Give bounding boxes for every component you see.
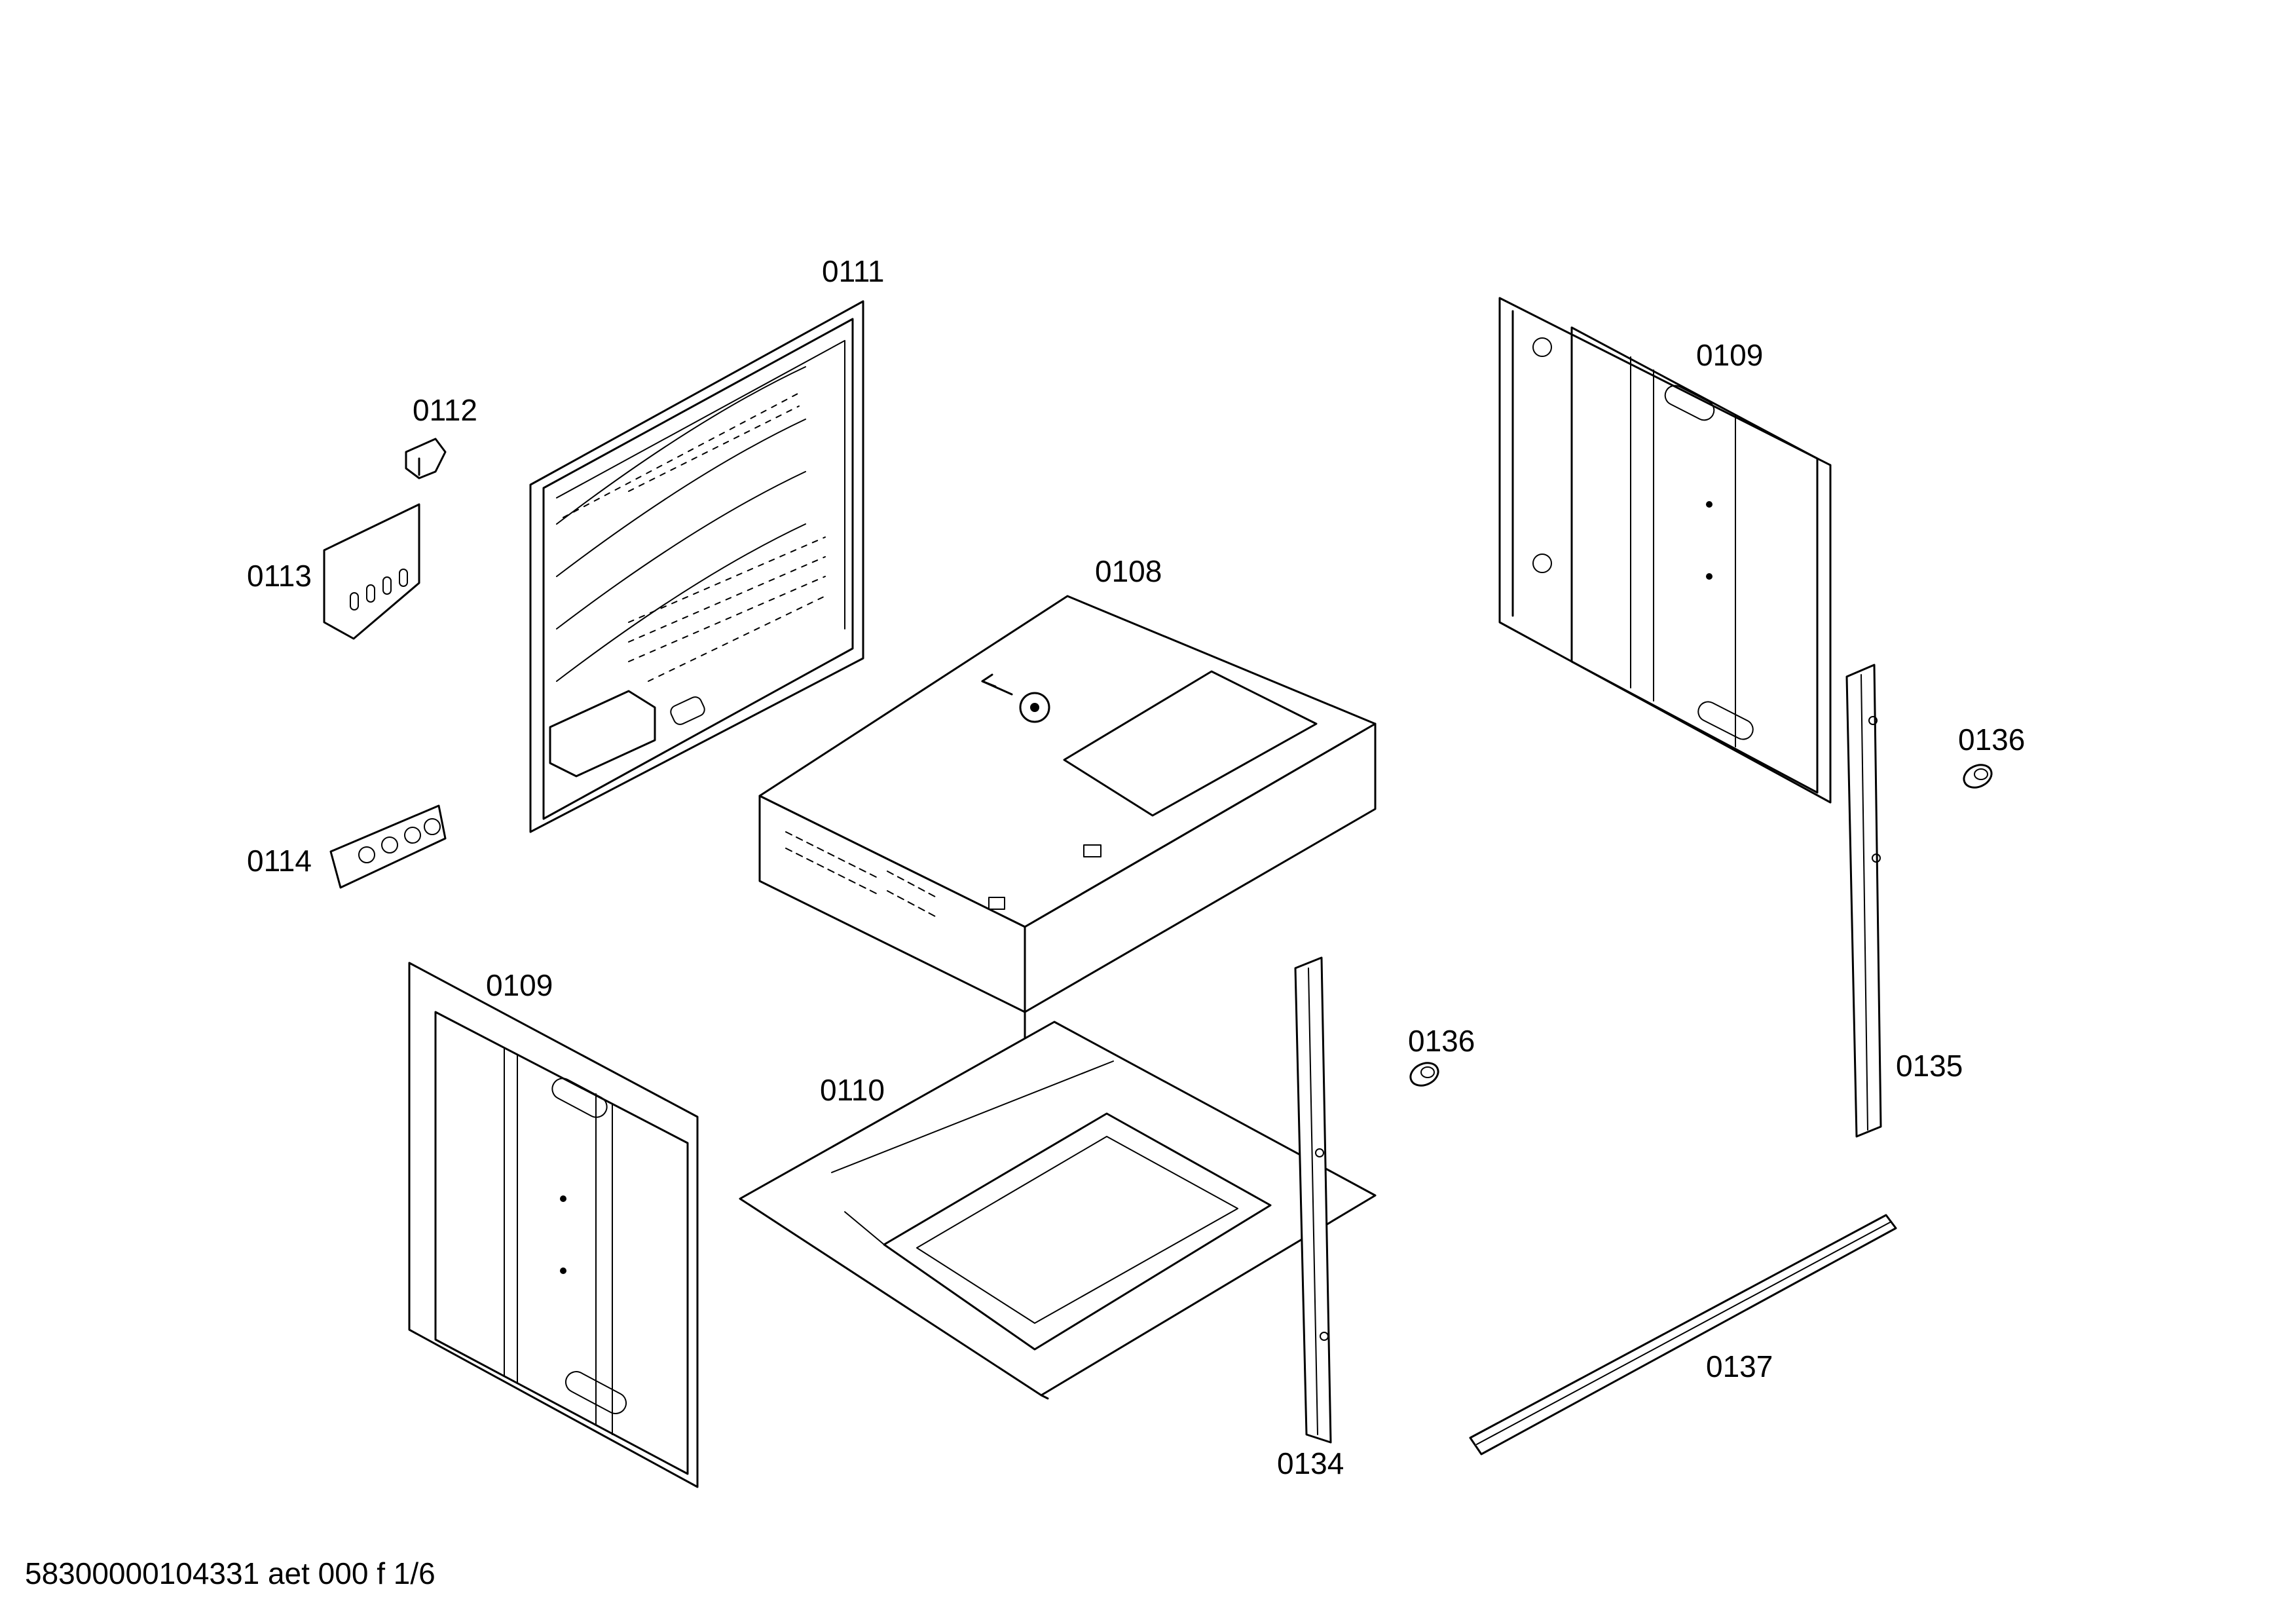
part-0136-knob-top	[1963, 764, 1993, 789]
rear-panel-vent-holes-icon	[563, 392, 826, 682]
label-0112: 0112	[413, 393, 477, 427]
part-0110-bottom-tray	[739, 1021, 1377, 1400]
label-0135: 0135	[1896, 1049, 1963, 1083]
part-0112-clip	[405, 438, 447, 479]
label-0108: 0108	[1095, 554, 1162, 588]
part-0135-vertical-rail	[1845, 664, 1882, 1138]
label-0134: 0134	[1277, 1446, 1344, 1480]
label-0136-bottom: 0136	[1408, 1024, 1475, 1058]
part-0136-knob-bottom	[1409, 1062, 1439, 1087]
part-0109-side-panel-bottom	[408, 962, 699, 1488]
label-0136-top: 0136	[1958, 723, 2025, 757]
part-0109-side-panel-top	[1498, 297, 1832, 804]
direction-arrow-icon	[981, 673, 1013, 696]
part-0114-connector-strip	[329, 804, 447, 889]
top-cover-fan-icon	[1019, 692, 1050, 723]
part-0113-terminal-block	[323, 503, 420, 640]
part-0111-rear-panel	[529, 300, 864, 833]
label-0114: 0114	[247, 844, 312, 878]
label-0137: 0137	[1706, 1349, 1773, 1383]
part-0137-diagonal-rail	[1469, 1214, 1897, 1455]
side-vent-slots-icon	[785, 831, 937, 918]
label-0110: 0110	[820, 1073, 885, 1107]
terminal-holes-icon	[350, 569, 408, 610]
label-0113: 0113	[247, 559, 312, 593]
document-footer-code: 58300000104331 aet 000 f 1/6	[25, 1556, 435, 1590]
label-0111: 0111	[822, 254, 885, 288]
part-0134-vertical-rail	[1294, 956, 1332, 1444]
label-0109-bottom: 0109	[486, 968, 553, 1002]
part-0108-top-cover	[758, 595, 1377, 1082]
label-0109-top: 0109	[1696, 338, 1763, 372]
